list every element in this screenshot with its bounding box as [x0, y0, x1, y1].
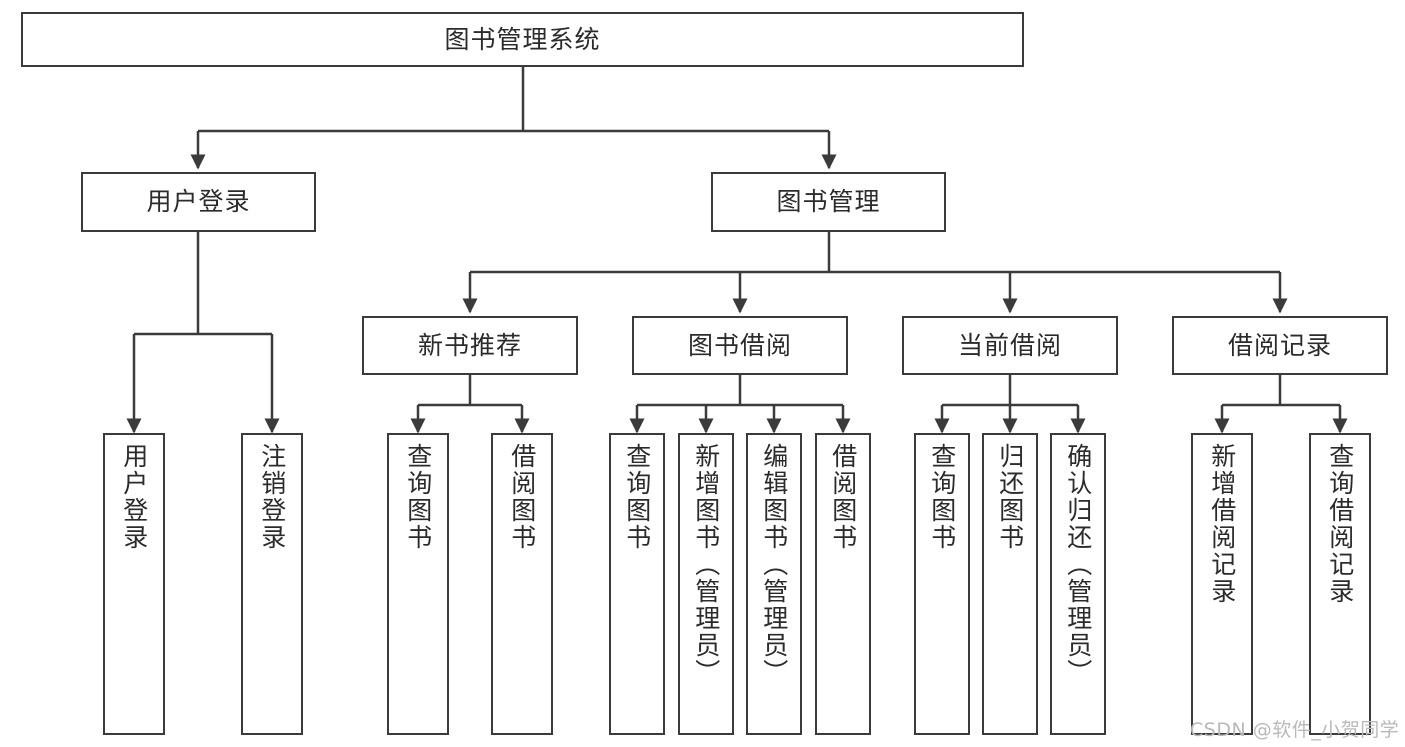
node-root-system[interactable]: 图书管理系统: [21, 12, 1024, 67]
leaf-return-book[interactable]: 归还图书: [982, 433, 1038, 735]
leaf-borrow-book[interactable]: 借阅图书: [815, 433, 871, 735]
leaf-query-book-newbook[interactable]: 查询图书: [387, 433, 449, 735]
node-book-borrow[interactable]: 图书借阅: [632, 316, 848, 375]
node-label: 查询图书: [403, 443, 433, 551]
node-label: 新增图书（管理员）: [691, 443, 721, 686]
node-user-login[interactable]: 用户登录: [81, 172, 316, 232]
node-label: 查询图书: [927, 443, 957, 551]
node-label: 编辑图书（管理员）: [759, 443, 789, 686]
node-label: 图书借阅: [687, 330, 792, 360]
node-label: 图书管理系统: [444, 24, 601, 54]
leaf-add-borrow-record[interactable]: 新增借阅记录: [1191, 433, 1253, 735]
node-new-book-recommend[interactable]: 新书推荐: [362, 316, 578, 375]
node-label: 查询借阅记录: [1325, 443, 1355, 605]
node-current-borrow[interactable]: 当前借阅: [902, 316, 1118, 375]
node-label: 图书管理: [776, 187, 881, 217]
node-label: 用户登录: [119, 443, 149, 551]
watermark-text: CSDN @软件_小贺同学: [1190, 719, 1400, 741]
leaf-query-book-current[interactable]: 查询图书: [914, 433, 970, 735]
leaf-edit-book-admin[interactable]: 编辑图书（管理员）: [746, 433, 802, 735]
node-label: 归还图书: [995, 443, 1025, 551]
node-label: 用户登录: [146, 187, 251, 217]
leaf-add-book-admin[interactable]: 新增图书（管理员）: [678, 433, 734, 735]
leaf-query-borrow-record[interactable]: 查询借阅记录: [1309, 433, 1371, 735]
leaf-confirm-return-admin[interactable]: 确认归还（管理员）: [1050, 433, 1106, 735]
leaf-logout[interactable]: 注销登录: [241, 433, 303, 735]
leaf-user-login[interactable]: 用户登录: [103, 433, 165, 735]
leaf-query-book-borrow[interactable]: 查询图书: [609, 433, 665, 735]
node-label: 借阅图书: [507, 443, 537, 551]
node-book-management[interactable]: 图书管理: [711, 172, 946, 232]
node-label: 查询图书: [622, 443, 652, 551]
node-label: 注销登录: [257, 443, 287, 551]
node-label: 借阅图书: [828, 443, 858, 551]
node-label: 借阅记录: [1227, 330, 1332, 360]
node-label: 确认归还（管理员）: [1063, 443, 1093, 686]
node-borrow-record[interactable]: 借阅记录: [1172, 316, 1388, 375]
node-label: 新增借阅记录: [1207, 443, 1237, 605]
node-label: 当前借阅: [957, 330, 1062, 360]
leaf-borrow-book-newbook[interactable]: 借阅图书: [491, 433, 553, 735]
node-label: 新书推荐: [417, 330, 522, 360]
